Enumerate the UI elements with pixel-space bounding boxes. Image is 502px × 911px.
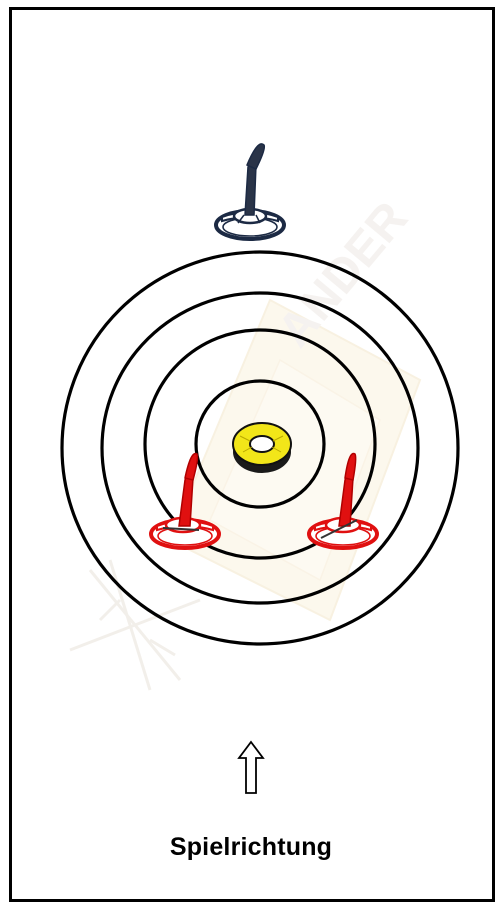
- watermark-letters: ANDER: [268, 192, 418, 357]
- eisstock-icon-blue: [216, 144, 284, 239]
- arrow-up-outline-icon: [236, 740, 266, 796]
- svg-text:ANDER: ANDER: [268, 192, 418, 357]
- daube-ring-icon: [233, 423, 291, 473]
- play-direction-caption: Spielrichtung: [0, 833, 502, 862]
- snowflake-watermark: [70, 560, 200, 690]
